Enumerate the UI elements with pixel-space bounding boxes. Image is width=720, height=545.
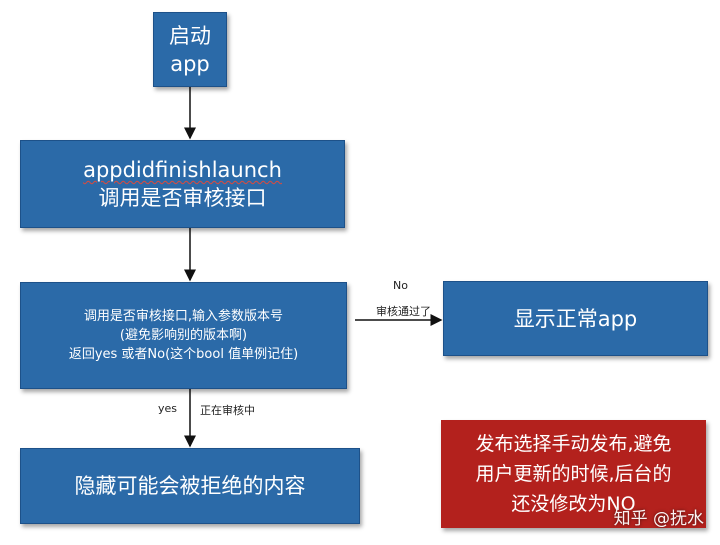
node-check-line3: 返回yes 或者No(这个bool 值单例记住)	[68, 347, 299, 362]
node-start-app: 启动 app	[153, 12, 227, 87]
watermark: 知乎 @抚水	[613, 509, 704, 529]
node-start-line1: 启动	[169, 23, 211, 48]
note-line1: 发布选择手动发布,避免	[475, 433, 672, 455]
edge-label-no: No	[393, 279, 408, 292]
node-didfinishlaunch: appdidfinishlaunch 调用是否审核接口	[20, 140, 345, 228]
node-didfinish-line2: 调用是否审核接口	[98, 186, 267, 210]
node-hide-label: 隐藏可能会被拒绝的内容	[74, 474, 306, 498]
node-check-review: 调用是否审核接口,输入参数版本号 (避免影响别的版本啊) 返回yes 或者No(…	[20, 282, 347, 389]
node-normal-label: 显示正常app	[513, 306, 638, 331]
edge-label-passed: 审核通过了	[376, 305, 431, 318]
node-didfinish-line1: appdidfinishlaunch	[83, 158, 282, 182]
note-manual-release: 发布选择手动发布,避免 用户更新的时候,后台的 还没修改为NO	[441, 420, 706, 528]
edge-label-reviewing: 正在审核中	[200, 404, 255, 417]
node-hide-content: 隐藏可能会被拒绝的内容	[20, 448, 360, 524]
note-line3: 还没修改为NO	[511, 493, 636, 515]
node-check-line2: (避免影响别的版本啊)	[119, 328, 248, 343]
node-check-line1: 调用是否审核接口,输入参数版本号	[83, 309, 284, 324]
note-line2: 用户更新的时候,后台的	[475, 463, 672, 485]
node-show-normal-app: 显示正常app	[443, 281, 708, 356]
node-start-line2: app	[170, 51, 210, 76]
edge-label-yes: yes	[158, 402, 178, 415]
